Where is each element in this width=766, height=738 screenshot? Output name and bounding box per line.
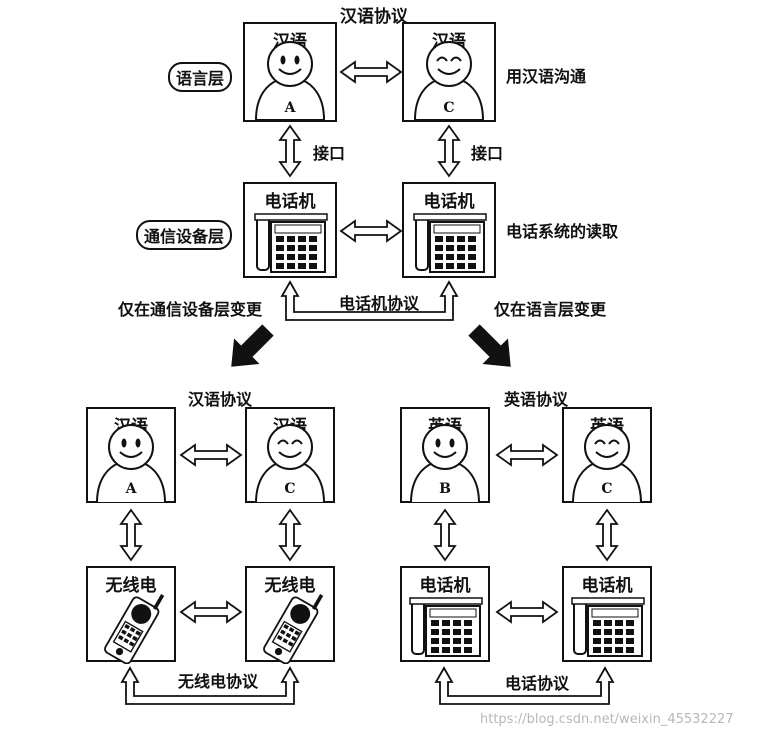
top-phone-left-label: 电话机	[264, 192, 316, 212]
top-title: 汉语协议	[340, 7, 408, 27]
double-arrow-icon	[180, 601, 242, 623]
language-layer-label: 语言层	[168, 62, 233, 92]
top-phone-right-label: 电话机	[423, 192, 475, 212]
br-phone-right-box: 电话机	[562, 566, 652, 662]
telephone-icon	[571, 597, 645, 657]
radio-protocol-text: 无线电协议	[178, 672, 259, 691]
double-arrow-icon	[340, 220, 402, 242]
top-phone-right-box: 电话机	[402, 182, 496, 278]
top-person-a-letter: A	[284, 100, 296, 116]
device-layer-label: 通信设备层	[136, 220, 233, 250]
side-device-text: 电话系统的读取	[506, 222, 619, 241]
double-arrow-icon	[438, 125, 460, 177]
bl-person-c-box: 汉语 C	[245, 407, 335, 503]
telephone-icon	[409, 597, 483, 657]
double-arrow-icon	[279, 125, 301, 177]
br-person-b-box: 英语 B	[400, 407, 490, 503]
br-person-b-letter: B	[439, 481, 451, 497]
interface-right-text: 接口	[471, 144, 504, 163]
double-arrow-icon	[434, 509, 456, 561]
bl-person-c-letter: C	[284, 481, 296, 497]
bl-radio-right-label: 无线电	[264, 576, 316, 596]
side-language-text: 用汉语沟通	[506, 67, 587, 86]
br-phone-left-label: 电话机	[419, 576, 471, 596]
bottom-right-title: 英语协议	[504, 390, 569, 409]
diagonal-arrow-right-icon	[468, 324, 511, 367]
top-person-a-box: 汉语 A	[243, 22, 337, 122]
double-arrow-icon	[120, 509, 142, 561]
br-phone-right-label: 电话机	[581, 576, 633, 596]
watermark: https://blog.csdn.net/weixin_45532227	[480, 712, 734, 727]
bl-person-a-letter: A	[125, 481, 137, 497]
br-phone-left-box: 电话机	[400, 566, 490, 662]
bl-radio-left-box: 无线电	[86, 566, 176, 664]
interface-left-text: 接口	[313, 144, 346, 163]
double-arrow-icon	[180, 444, 242, 466]
diagonal-arrow-left-icon	[231, 324, 274, 367]
br-person-c-letter: C	[601, 481, 613, 497]
telephone-icon	[254, 213, 328, 273]
br-person-c-box: 英语 C	[562, 407, 652, 503]
phone-protocol-text: 电话机协议	[339, 294, 420, 313]
double-arrow-icon	[340, 61, 402, 83]
telephone-icon	[413, 213, 487, 273]
top-phone-left-box: 电话机	[243, 182, 337, 278]
bl-radio-left-label: 无线电	[105, 576, 157, 596]
double-arrow-icon	[496, 444, 558, 466]
top-person-c-letter: C	[443, 100, 455, 116]
bl-person-a-box: 汉语 A	[86, 407, 176, 503]
double-arrow-icon	[496, 601, 558, 623]
phone-protocol-bottom-text: 电话协议	[505, 674, 570, 693]
bl-radio-right-box: 无线电	[245, 566, 335, 664]
bottom-left-title: 汉语协议	[188, 390, 253, 409]
radio-walkie-talkie-icon	[261, 588, 325, 664]
change-device-text: 仅在通信设备层变更	[118, 300, 263, 319]
double-arrow-icon	[279, 509, 301, 561]
change-language-text: 仅在语言层变更	[494, 300, 607, 319]
top-person-c-box: 汉语 C	[402, 22, 496, 122]
double-arrow-icon	[596, 509, 618, 561]
radio-walkie-talkie-icon	[102, 588, 166, 664]
